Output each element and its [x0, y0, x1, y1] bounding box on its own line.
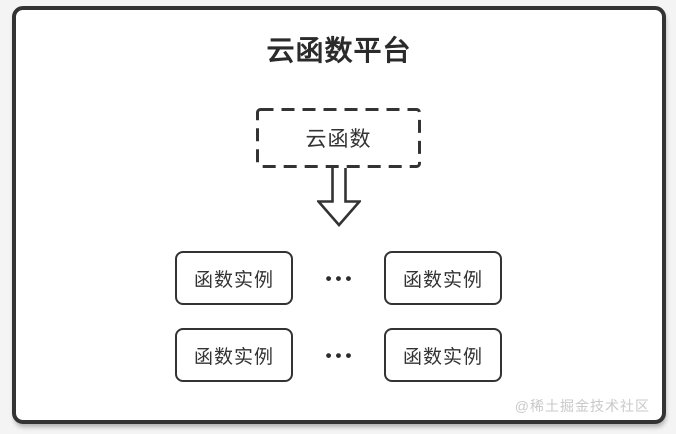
function-instance-box: 函数实例 — [175, 328, 293, 382]
function-instance-box: 函数实例 — [175, 251, 293, 305]
function-instance-box: 函数实例 — [383, 251, 502, 305]
down-arrow-icon — [317, 168, 361, 227]
dashed-border — [256, 108, 421, 168]
instance-row: 函数实例 ••• 函数实例 — [175, 328, 502, 382]
cloud-function-label: 云函数 — [305, 128, 372, 151]
function-instance-label: 函数实例 — [193, 346, 274, 368]
cloud-function-box: 云函数 — [256, 108, 421, 168]
instance-row: 函数实例 ••• 函数实例 — [175, 251, 502, 305]
ellipsis-dots: ••• — [325, 268, 356, 288]
diagram-title: 云函数平台 — [266, 35, 412, 66]
platform-frame: 云函数平台 云函数 函数实例 ••• 函数实例 函数实例 ••• 函数实例 @稀… — [12, 6, 666, 424]
function-instance-label: 函数实例 — [402, 346, 483, 368]
function-instance-label: 函数实例 — [193, 269, 274, 291]
function-instance-label: 函数实例 — [402, 269, 483, 291]
watermark: @稀土掘金技术社区 — [514, 398, 650, 414]
ellipsis-dots: ••• — [325, 345, 356, 365]
function-instance-box: 函数实例 — [383, 328, 502, 382]
